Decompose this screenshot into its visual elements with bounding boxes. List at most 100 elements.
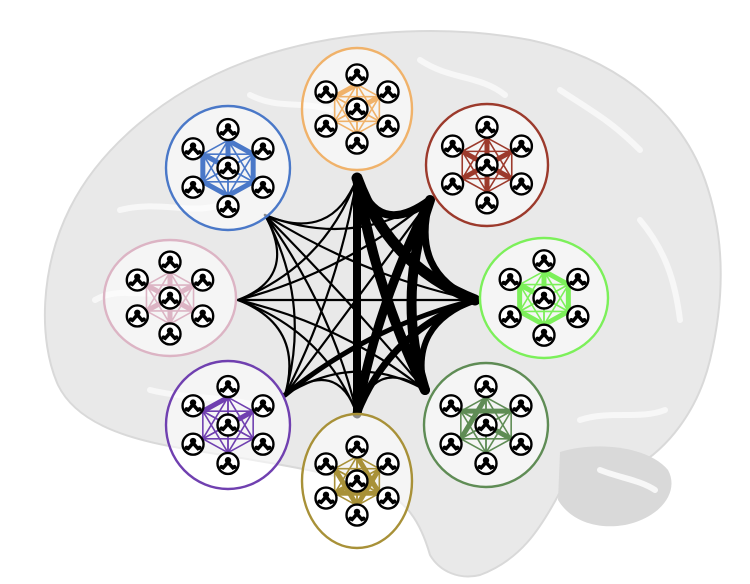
neuron-icon	[251, 432, 275, 456]
neuron-icon	[181, 432, 205, 456]
neuron-icon	[345, 503, 369, 527]
brain-cerebellum	[558, 446, 672, 527]
intra-module-edge	[486, 177, 513, 194]
neuron-icon	[251, 137, 275, 161]
neuron-icon	[314, 80, 338, 104]
neuron-icon	[440, 172, 465, 196]
modules-layer	[102, 46, 610, 550]
inter-module-edge	[263, 213, 477, 302]
neuron-icon	[345, 435, 369, 459]
neuron-icon	[158, 286, 182, 310]
neuron-icon	[474, 451, 498, 476]
module-dark-red	[424, 102, 550, 228]
inter-module-edge	[236, 198, 432, 302]
neuron-icon	[376, 486, 400, 510]
inter-module-edge	[282, 297, 478, 398]
neuron-icon	[345, 97, 369, 121]
neuron-icon	[181, 175, 205, 199]
intra-module-edge	[227, 396, 254, 412]
neuron-icon	[532, 323, 556, 347]
intra-module-edge	[202, 139, 229, 155]
neuron-icon	[566, 267, 590, 292]
neuron-icon	[474, 374, 498, 399]
module-dark-green	[422, 361, 550, 489]
neuron-icon	[532, 249, 556, 273]
neuron-icon	[314, 114, 338, 138]
neuron-icon	[216, 413, 240, 437]
inter-module-edge	[236, 298, 359, 416]
neuron-icon	[216, 194, 240, 219]
intra-module-edge	[225, 137, 256, 157]
neuron-icon	[251, 175, 275, 199]
intra-module-edge	[333, 120, 358, 135]
neuron-icon	[439, 394, 463, 418]
neuron-icon	[498, 267, 522, 292]
neuron-icon	[509, 394, 533, 418]
neuron-icon	[345, 469, 369, 493]
intra-module-edge	[169, 310, 195, 325]
neuron-icon	[376, 114, 400, 138]
neuron-icon	[376, 80, 400, 104]
intra-module-edge	[461, 136, 488, 153]
module-purple	[164, 359, 292, 491]
inter-module-edge	[283, 176, 359, 397]
module-light-green	[478, 236, 610, 360]
neuron-icon	[158, 322, 182, 346]
intra-module-edge	[518, 270, 545, 286]
intra-module-edge	[460, 438, 487, 454]
neuron-icon	[125, 304, 150, 328]
neuron-icon	[314, 486, 338, 510]
neuron-icon	[216, 156, 240, 180]
neuron-icon	[190, 304, 215, 328]
intra-module-edge	[145, 310, 171, 325]
module-blue	[164, 104, 292, 232]
neuron-icon	[251, 394, 275, 418]
intra-module-edge	[517, 308, 547, 328]
module-pink	[102, 238, 238, 358]
neuron-icon	[190, 268, 215, 292]
intra-module-edge	[200, 179, 231, 199]
neuron-icon	[474, 413, 498, 437]
intra-module-edge	[145, 271, 171, 286]
intra-module-edge	[541, 308, 571, 328]
neuron-icon	[181, 394, 205, 418]
neuron-icon	[216, 451, 240, 476]
neuron-icon	[125, 268, 150, 292]
intra-module-edge	[486, 136, 513, 153]
neuron-icon	[475, 153, 499, 177]
neuron-icon	[439, 432, 463, 456]
intra-module-edge	[225, 179, 256, 199]
intra-module-edge	[202, 438, 229, 454]
inter-module-edge	[236, 176, 359, 302]
neuron-icon	[509, 432, 533, 456]
neuron-icon	[532, 286, 556, 310]
inter-module-edge	[236, 213, 279, 302]
inter-module-edge	[263, 198, 432, 231]
neuron-icon	[566, 304, 590, 329]
neuron-icon	[475, 191, 499, 215]
neuron-icon	[216, 117, 240, 142]
intra-module-edge	[461, 177, 488, 194]
intra-module-edge	[356, 83, 381, 98]
intra-module-edge	[200, 394, 231, 414]
neuron-icon	[216, 374, 240, 399]
inter-module-edge	[263, 213, 427, 392]
module-orange	[300, 46, 414, 172]
neuron-icon	[509, 134, 534, 158]
inter-module-edge	[352, 195, 435, 419]
neuron-icon	[181, 137, 205, 161]
inter-module-edge	[236, 298, 427, 392]
neuron-icon	[440, 134, 465, 158]
neuron-icon	[158, 250, 182, 274]
neuron-icon	[376, 452, 400, 476]
neuron-icon	[345, 63, 369, 87]
module-olive	[300, 412, 414, 550]
neuron-icon	[509, 172, 534, 196]
intra-module-edge	[541, 268, 571, 288]
inter-module-connections	[236, 172, 481, 419]
intra-module-edge	[356, 120, 381, 135]
inter-module-edge	[283, 198, 432, 397]
intra-module-edge	[485, 438, 512, 454]
